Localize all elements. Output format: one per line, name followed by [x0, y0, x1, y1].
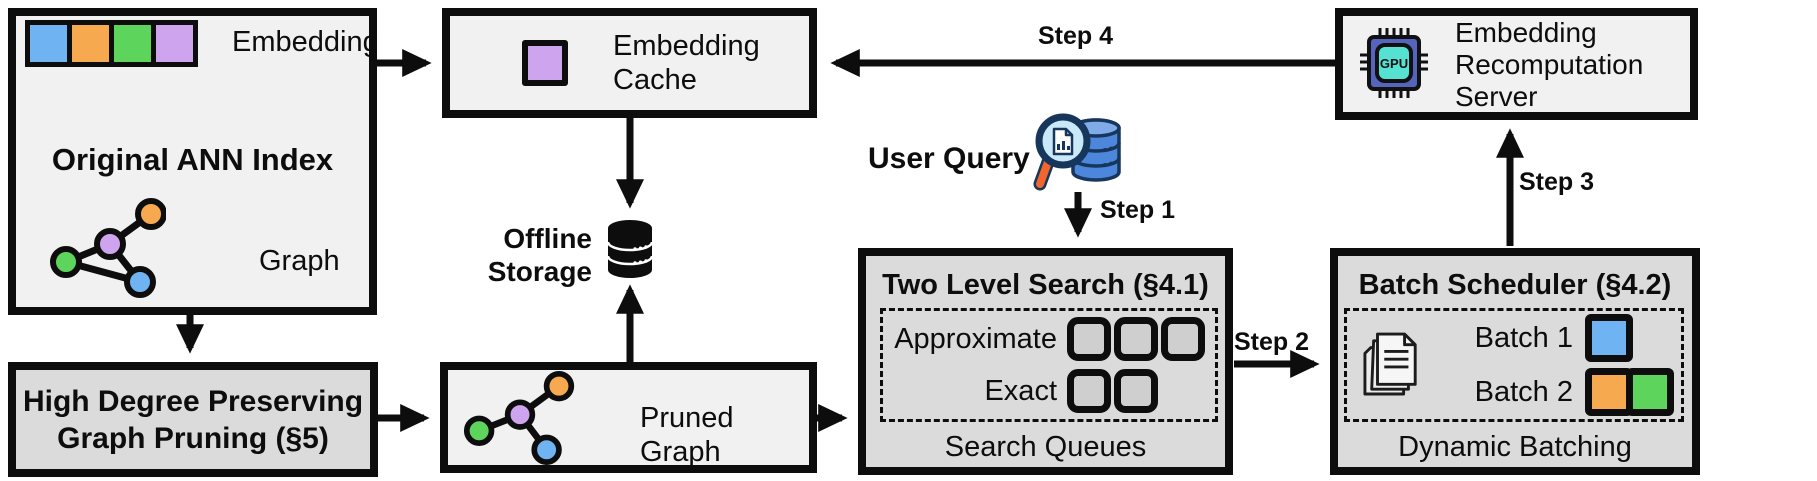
- embedding-cache-label: Embedding Cache: [613, 30, 760, 96]
- offline-storage-label: Offline Storage: [487, 223, 592, 287]
- embedding-swatch-strip-icon: [25, 20, 198, 67]
- documents-icon: [1363, 332, 1417, 396]
- recomputation-server-box: GPU Embedding Recomputation Server: [1335, 8, 1698, 120]
- green-square: [1626, 367, 1674, 416]
- ann-index-title: Original ANN Index: [51, 142, 334, 177]
- pruned-graph-label: Pruned Graph: [640, 402, 734, 468]
- user-query-label: User Query: [868, 142, 1030, 175]
- approximate-label: Approximate: [894, 322, 1057, 355]
- pruned-graph-icon: [463, 370, 575, 465]
- blue-square: [1585, 314, 1633, 363]
- gpu-label: GPU: [1380, 56, 1408, 71]
- dynamic-batching-panel: Batch 1 Batch 2: [1344, 308, 1684, 422]
- queue-slot: [1067, 369, 1111, 414]
- green-square: [109, 20, 156, 67]
- search-queues-label: Search Queues: [944, 431, 1147, 463]
- queue-slot: [1067, 316, 1111, 361]
- batch1-squares: [1585, 314, 1681, 363]
- batch1-row: Batch 1: [1421, 312, 1681, 364]
- step1-label: Step 1: [1100, 196, 1176, 224]
- graph-pruning-box: High Degree Preserving Graph Pruning (§5…: [8, 362, 378, 477]
- graph-label: Graph: [259, 245, 340, 277]
- batch-scheduler-title: Batch Scheduler (§4.2): [1358, 269, 1672, 301]
- cache-swatch-icon: [522, 40, 568, 86]
- pruned-graph-box: Pruned Graph: [440, 362, 817, 473]
- batch2-row: Batch 2: [1421, 366, 1681, 418]
- approximate-queue-row: Approximate: [889, 314, 1209, 364]
- graph-pruning-title: High Degree Preserving Graph Pruning (§5…: [22, 384, 364, 455]
- two-level-search-title: Two Level Search (§4.1): [882, 269, 1209, 301]
- gpu-chip-icon: GPU: [1360, 28, 1428, 98]
- batch-scheduler-box: Batch Scheduler (§4.2): [1330, 248, 1700, 475]
- blue-square: [25, 20, 72, 67]
- search-queues-panel: Approximate Exact: [880, 308, 1218, 422]
- recomputation-server-label: Embedding Recomputation Server: [1455, 17, 1644, 112]
- purple-square: [151, 20, 198, 67]
- approximate-queues: [1067, 316, 1209, 361]
- queue-slot: [1114, 369, 1158, 414]
- batch2-label: Batch 2: [1474, 375, 1573, 408]
- exact-label: Exact: [984, 375, 1057, 408]
- magnifier-query-icon: [1033, 113, 1121, 191]
- two-level-search-box: Two Level Search (§4.1) Approximate Exac…: [858, 248, 1233, 475]
- exact-queue-row: Exact: [889, 366, 1209, 416]
- exact-queues: [1067, 369, 1209, 414]
- batch2-squares: [1585, 367, 1681, 416]
- step4-label: Step 4: [1038, 22, 1114, 50]
- embedding-label: Embedding: [232, 26, 379, 58]
- step3-label: Step 3: [1519, 168, 1595, 196]
- queue-slot: [1114, 316, 1158, 361]
- original-ann-index-box: Embedding Original ANN Index Graph: [8, 8, 379, 315]
- batch1-label: Batch 1: [1474, 322, 1573, 355]
- queue-slot: [1161, 316, 1205, 361]
- embedding-cache-box: Embedding Cache: [442, 8, 817, 118]
- step2-label: Step 2: [1234, 328, 1310, 356]
- graph-icon: [50, 198, 166, 298]
- dynamic-batching-label: Dynamic Batching: [1398, 431, 1632, 463]
- orange-square: [67, 20, 114, 67]
- database-icon: [606, 220, 654, 278]
